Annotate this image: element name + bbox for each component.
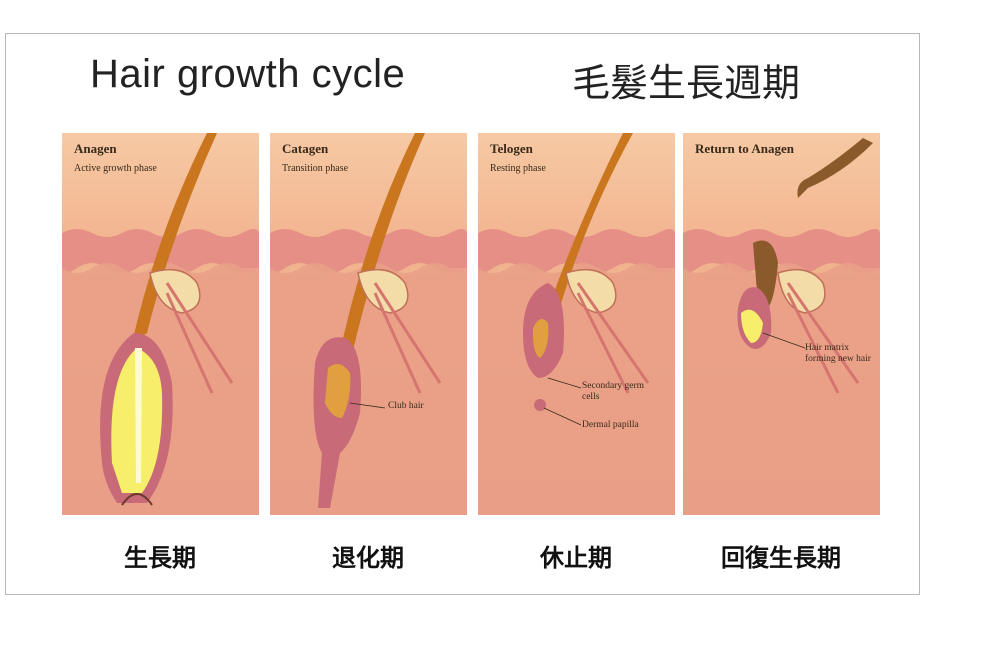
panel-telogen: Telogen Resting phase Secondary germ cel… (478, 133, 675, 515)
label-telogen-zh: 休止期 (540, 544, 612, 572)
return-to-anagen-illustration (683, 133, 880, 515)
anagen-illustration (62, 133, 259, 515)
phase-title: Catagen (282, 141, 329, 156)
panel-catagen: Catagen Transition phase Club hair (270, 133, 467, 515)
label-anagen-zh: 生長期 (124, 544, 196, 572)
phase-title: Telogen (490, 141, 533, 156)
telogen-illustration (478, 133, 675, 515)
catagen-illustration (270, 133, 467, 515)
panel-return-to-anagen: Return to Anagen Hair matrix forming new… (683, 133, 880, 515)
callout-hair-matrix: Hair matrix forming new hair (805, 343, 871, 364)
phase-subtitle: Resting phase (490, 163, 546, 174)
label-catagen-zh: 退化期 (332, 544, 404, 572)
phase-subtitle: Transition phase (282, 163, 349, 174)
panel-anagen: Anagen Active growth phase (62, 133, 259, 515)
title-english: Hair growth cycle (90, 52, 406, 96)
label-return-zh: 回復生長期 (721, 544, 841, 572)
title-chinese: 毛髮生長週期 (572, 61, 801, 105)
phase-title: Anagen (74, 141, 117, 156)
callout-secondary-germ-cells: Secondary germ cells (582, 381, 644, 402)
phase-subtitle: Active growth phase (74, 163, 157, 174)
callout-club-hair: Club hair (388, 401, 424, 411)
callout-dermal-papilla: Dermal papilla (582, 420, 639, 430)
phase-title: Return to Anagen (695, 141, 794, 156)
